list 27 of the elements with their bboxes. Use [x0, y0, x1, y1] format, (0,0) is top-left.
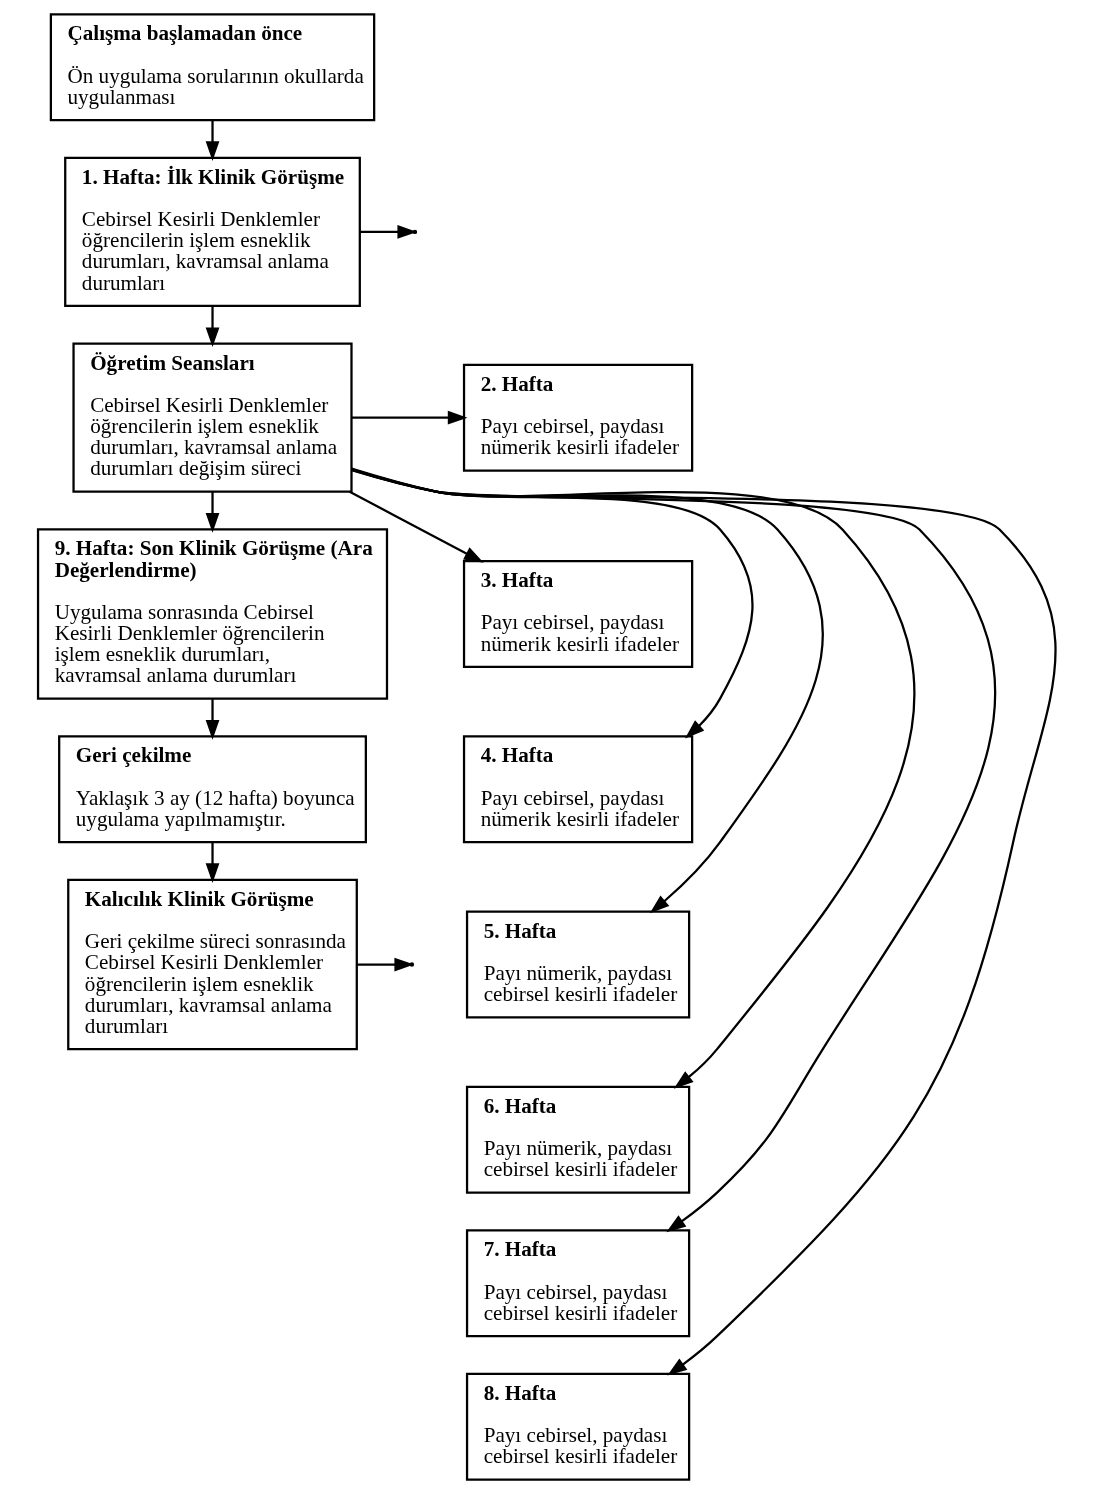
arrow	[351, 467, 754, 739]
arrow	[205, 699, 220, 740]
node-box: 9. Hafta: Son Klinik Görüşme (Ara Değerlendirme) Uygulama sonrasında Cebirsel Kesirli Denklemler öğrencilerin işlem esneklik durumları, kavramsal anlama durumları	[36, 528, 389, 700]
arrow	[351, 469, 1057, 1376]
node-box: 8. Hafta Payı cebirsel, paydası cebirsel kesirli ifadeler	[465, 1372, 691, 1481]
arrow	[205, 842, 220, 883]
node-box: Çalışma başlamadan önce Ön uygulama sorularının okullarda uygulanması	[49, 13, 376, 122]
node-box: Kalıcılık Klinik Görüşme Geri çekilme süreci sonrasında Cebirsel Kesirli Denklemler öğrencilerin işlem esneklik durumları, kavramsal anlama durumları	[67, 878, 358, 1051]
arrow	[205, 491, 220, 533]
node-box: Öğretim Seansları Cebirsel Kesirli Denklemler öğrencilerin işlem esneklik durumları, kavramsal anlama durumları değişim süreci	[72, 342, 353, 493]
arrow	[351, 468, 997, 1233]
arrow	[205, 306, 220, 348]
arrow	[357, 957, 415, 972]
node-box: Geri çekilme Yaklaşık 3 ay (12 hafta) boyunca uygulama yapılmamıştır.	[58, 735, 367, 844]
node-box: 6. Hafta Payı nümerik, paydası cebirsel kesirli ifadeler	[465, 1085, 691, 1194]
arrow	[351, 468, 824, 914]
arrow	[205, 120, 220, 161]
node-box: 7. Hafta Payı cebirsel, paydası cebirsel kesirli ifadeler	[465, 1229, 691, 1338]
arrow	[351, 410, 468, 425]
node-box: 5. Hafta Payı nümerik, paydası cebirsel kesirli ifadeler	[465, 910, 691, 1019]
node-box: 1. Hafta: İlk Klinik Görüşme Cebirsel Kesirli Denklemler öğrencilerin işlem esneklik durumları, kavramsal anlama durumları	[64, 156, 361, 308]
arrow	[360, 225, 418, 239]
node-box: 4. Hafta Payı cebirsel, paydası nümerik kesirli ifadeler	[462, 735, 694, 844]
node-box: 2. Hafta Payı cebirsel, paydası nümerik kesirli ifadeler	[462, 363, 694, 472]
arrow	[349, 490, 484, 563]
arrow	[351, 468, 916, 1089]
node-box: 3. Hafta Payı cebirsel, paydası nümerik kesirli ifadeler	[462, 560, 694, 669]
